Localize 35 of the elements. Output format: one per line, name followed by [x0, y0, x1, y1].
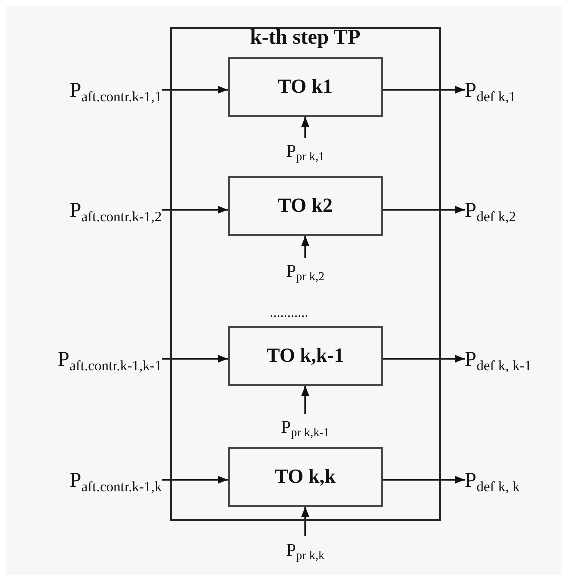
parameter-label: P$_{pr k,1}$	[258, 138, 353, 164]
box-label: TO k2	[278, 194, 333, 218]
input-label: P$_{aft.contr.k-1,k}$	[6, 464, 162, 496]
output-label: P$_{def k,2}$	[465, 194, 565, 226]
output-label: P$_{def k,1}$	[465, 74, 565, 106]
arrow	[383, 206, 465, 214]
arrow	[383, 355, 465, 363]
arrow	[162, 86, 228, 94]
process-box	[228, 447, 383, 507]
parameter-label: P$_{pr k,k}$	[258, 536, 353, 564]
process-box	[228, 176, 383, 236]
input-label: P$_{aft.contr.k-1,k-1}$	[4, 343, 162, 375]
parameter-label: P$_{pr k,2}$	[258, 258, 353, 284]
parameter-label: P$_{pr k,k-1}$	[250, 414, 361, 440]
arrow	[162, 355, 228, 363]
arrow	[302, 236, 310, 258]
arrow	[302, 386, 310, 414]
frame-box	[170, 27, 441, 521]
process-box	[228, 57, 383, 117]
arrow	[162, 476, 228, 484]
output-label: P$_{def k, k}$	[465, 464, 565, 496]
arrow	[383, 86, 465, 94]
arrow	[162, 206, 228, 214]
box-label: TO k,k	[275, 466, 336, 488]
input-label: P$_{aft.contr.k-1,1}$	[6, 74, 162, 106]
arrow	[302, 507, 310, 536]
box-label: TO k1	[278, 76, 333, 98]
input-label: P$_{aft.contr.k-1,2}$	[6, 194, 162, 226]
frame-heading: k-th step TP	[249, 25, 362, 50]
arrow	[383, 476, 465, 484]
box-label: TO k,k-1	[266, 344, 344, 368]
output-label: P$_{def k, k-1}$	[465, 343, 567, 375]
arrow	[302, 117, 310, 138]
ellipsis-text: ...........	[270, 306, 308, 322]
process-box	[228, 326, 383, 386]
